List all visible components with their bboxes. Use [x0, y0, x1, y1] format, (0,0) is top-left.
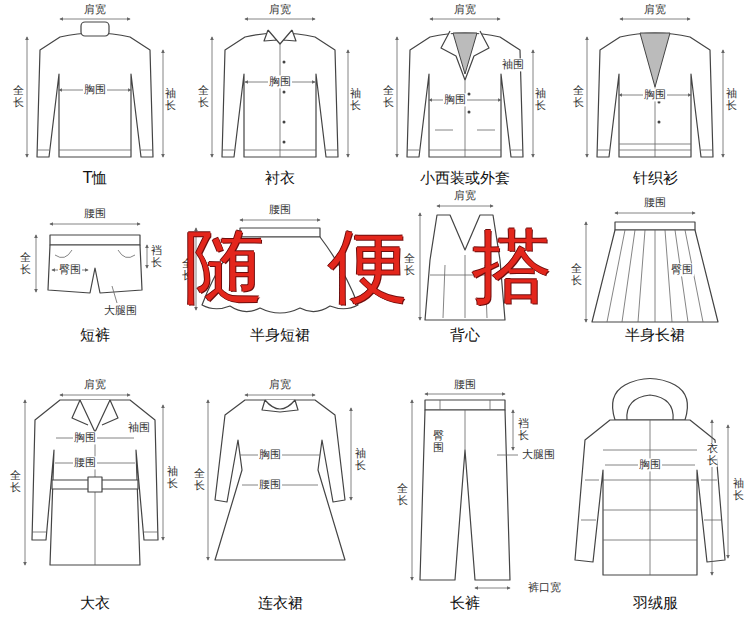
dimension-label: 肩宽	[83, 3, 107, 16]
dimension-label: 袖长	[535, 88, 546, 112]
dimension-label: 全长	[383, 85, 394, 109]
trousers	[420, 400, 510, 580]
dimension-label: 裆长	[151, 245, 162, 269]
dimension-label: 全长	[194, 468, 205, 492]
down-jacket	[575, 379, 725, 576]
dimension-label: 全长	[20, 252, 31, 276]
dimension-label: 袖长	[733, 478, 744, 502]
garment-name: 背心	[450, 326, 480, 344]
garment-name: 半身短裙	[250, 326, 310, 344]
dimension-label: 衣长	[707, 443, 718, 467]
watermark: 随 便 搭	[162, 227, 574, 307]
dimension-label: 袖长	[167, 466, 178, 490]
dimension-label: 袖长	[350, 88, 361, 112]
dimension-label: 肩宽	[643, 3, 667, 16]
garment-name: 小西装或外套	[420, 169, 510, 187]
dimension-label: 肩宽	[453, 3, 477, 16]
dimension-lines	[605, 420, 728, 575]
dimension-label: 腰围	[258, 478, 282, 491]
garment-name: 衬衣	[265, 169, 295, 187]
dimension-lines	[587, 19, 723, 157]
garment-name: 羽绒服	[633, 594, 678, 612]
dimension-label: 袖长	[355, 448, 366, 472]
dimension-label: 全长	[13, 85, 24, 109]
dimension-lines	[412, 394, 518, 588]
dress	[215, 400, 345, 560]
dimension-lines	[25, 395, 163, 565]
dimension-lines	[208, 395, 351, 560]
garment-name: 短裤	[80, 326, 110, 344]
dimension-lines	[36, 224, 147, 303]
dimension-label: 裆长	[518, 418, 529, 442]
dimension-label: 胸围	[268, 75, 292, 88]
garment-name: T恤	[83, 169, 107, 187]
garment-name: 连衣裙	[258, 594, 303, 612]
dimension-label: 全长	[573, 85, 584, 109]
dimension-label: 大腿围	[521, 448, 556, 461]
garment-name: 大衣	[80, 594, 110, 612]
dimension-lines	[212, 19, 348, 157]
dimension-label: 胸围	[638, 458, 662, 471]
dimension-label: 腰围	[73, 456, 97, 469]
dimension-label: 肩宽	[83, 378, 107, 391]
cardigan	[597, 33, 713, 157]
dimension-label: 肩宽	[268, 378, 292, 391]
dimension-lines	[586, 213, 695, 322]
dimension-label: 袖围	[127, 421, 151, 434]
dimension-lines	[27, 19, 163, 157]
dimension-label: 臀围	[670, 263, 694, 276]
dimension-label: 腰围	[268, 203, 292, 216]
garment-name: 半身长裙	[625, 326, 685, 344]
dimension-label: 胸围	[643, 88, 667, 101]
dimension-label: 腰围	[453, 378, 477, 391]
dimension-label: 肩宽	[268, 3, 292, 16]
dimension-label: 臀围	[433, 430, 444, 454]
long-skirt	[592, 222, 718, 322]
dimension-label: 肩宽	[453, 189, 477, 202]
dimension-label: 腰围	[643, 196, 667, 209]
t-shirt	[37, 22, 153, 157]
dimension-label: 裤口宽	[527, 581, 562, 594]
dimension-label: 腰围	[83, 207, 107, 220]
dimension-label: 全长	[10, 470, 21, 494]
dimension-label: 全长	[198, 85, 209, 109]
shorts	[48, 235, 142, 293]
dimension-label: 胸围	[443, 93, 467, 106]
garment-name: 针织衫	[633, 169, 678, 187]
shirt	[222, 30, 338, 157]
jacket	[407, 31, 523, 157]
garment-name: 长裤	[450, 594, 480, 612]
dimension-label: 大腿围	[103, 304, 138, 317]
dimension-label: 袖长	[165, 88, 176, 112]
dimension-label: 袖长	[726, 88, 737, 112]
dimension-label: 胸围	[73, 431, 97, 444]
dimension-label: 袖围	[501, 58, 525, 71]
dimension-label: 臀围	[58, 263, 82, 276]
dimension-label: 胸围	[258, 448, 282, 461]
dimension-label: 全长	[397, 483, 408, 507]
coat	[32, 400, 158, 565]
dimension-lines	[397, 19, 533, 157]
dimension-label: 胸围	[83, 83, 107, 96]
